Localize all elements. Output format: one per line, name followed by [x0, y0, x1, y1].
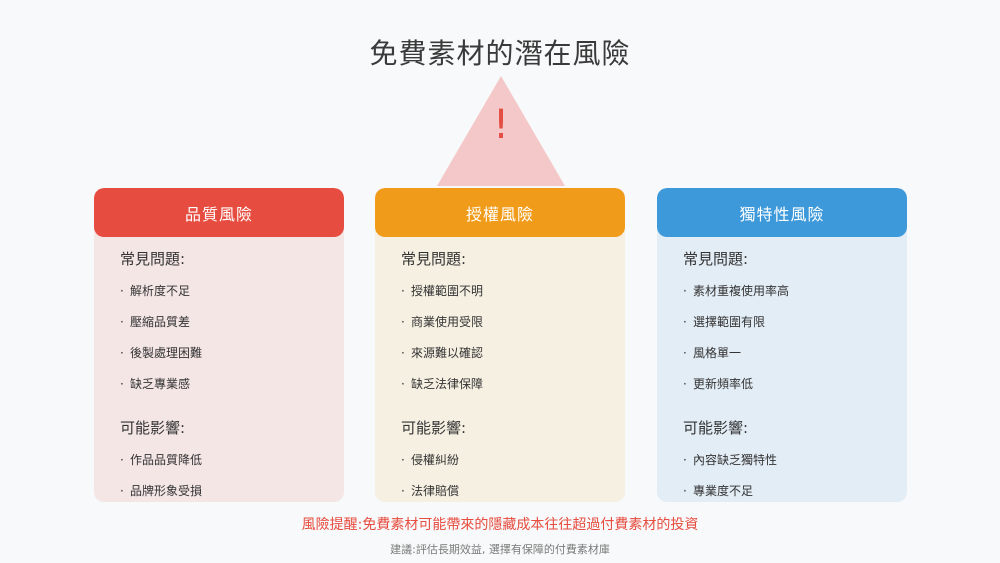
license-risk-card: 授權風險 常見問題: · 授權範圍不明 · 商業使用受限 · 來源難以確認 · 缺乏法律…: [375, 188, 625, 502]
possible-impact-list: · 作品品質降低 · 品牌形象受損: [120, 452, 202, 502]
list-item: · 法律賠償: [401, 483, 459, 502]
bullet: ·: [683, 377, 687, 391]
list-item-text: 解析度不足: [130, 284, 191, 298]
list-item: · 素材重複使用率高: [683, 283, 789, 314]
bullet: ·: [401, 484, 405, 498]
list-item: · 缺乏專業感: [120, 376, 202, 407]
bullet: ·: [683, 346, 687, 360]
list-item: · 專業度不足: [683, 483, 777, 502]
list-item-text: 來源難以確認: [411, 346, 484, 360]
bullet: ·: [683, 484, 687, 498]
possible-impact-title: 可能影響:: [401, 419, 467, 437]
list-item-text: 授權範圍不明: [411, 284, 484, 298]
list-item-text: 缺乏專業感: [130, 377, 191, 391]
list-item: · 來源難以確認: [401, 345, 483, 376]
common-issues-title: 常見問題:: [683, 250, 749, 268]
card-header: 授權風險: [375, 188, 625, 237]
possible-impact-list: · 侵權糾紛 · 法律賠償: [401, 452, 459, 502]
list-item-text: 品牌形象受損: [130, 484, 203, 498]
list-item-text: 作品品質降低: [130, 453, 203, 467]
common-issues-list: · 授權範圍不明 · 商業使用受限 · 來源難以確認 · 缺乏法律保障: [401, 283, 483, 407]
common-issues-list: · 解析度不足 · 壓縮品質差 · 後製處理困難 · 缺乏專業感: [120, 283, 202, 407]
bullet: ·: [401, 377, 405, 391]
list-item: · 授權範圍不明: [401, 283, 483, 314]
list-item: · 後製處理困難: [120, 345, 202, 376]
suggestion-text: 建議:評估長期效益, 選擇有保障的付費素材庫: [390, 543, 610, 556]
possible-impact-list: · 內容缺乏獨特性 · 專業度不足: [683, 452, 777, 502]
list-item: · 選擇範圍有限: [683, 314, 789, 345]
page-title: 免費素材的潛在風險: [369, 37, 631, 70]
list-item-text: 更新頻率低: [693, 377, 754, 391]
possible-impact-title: 可能影響:: [683, 419, 749, 437]
exclamation-icon: !: [492, 102, 510, 148]
list-item-text: 風格單一: [693, 346, 742, 360]
list-item: · 內容缺乏獨特性: [683, 452, 777, 483]
list-item: · 壓縮品質差: [120, 314, 202, 345]
list-item: · 侵權糾紛: [401, 452, 459, 483]
list-item-text: 專業度不足: [693, 484, 754, 498]
bullet: ·: [120, 377, 124, 391]
list-item-text: 壓縮品質差: [130, 315, 191, 329]
card-header: 品質風險: [94, 188, 344, 237]
common-issues-title: 常見問題:: [120, 250, 186, 268]
list-item: · 作品品質降低: [120, 452, 202, 483]
list-item: · 更新頻率低: [683, 376, 789, 407]
list-item-text: 內容缺乏獨特性: [693, 453, 778, 467]
list-item-text: 選擇範圍有限: [693, 315, 766, 329]
list-item-text: 後製處理困難: [130, 346, 203, 360]
list-item-text: 侵權糾紛: [411, 453, 460, 467]
list-item-text: 缺乏法律保障: [411, 377, 484, 391]
list-item: · 缺乏法律保障: [401, 376, 483, 407]
bullet: ·: [683, 453, 687, 467]
common-issues-title: 常見問題:: [401, 250, 467, 268]
uniqueness-risk-card: 獨特性風險 常見問題: · 素材重複使用率高 · 選擇範圍有限 · 風格單一 · 更新頻…: [657, 188, 907, 502]
warning-triangle-icon: !: [437, 76, 565, 186]
possible-impact-title: 可能影響:: [120, 419, 186, 437]
list-item-text: 素材重複使用率高: [693, 284, 790, 298]
bullet: ·: [120, 346, 124, 360]
card-header: 獨特性風險: [657, 188, 907, 237]
bullet: ·: [120, 484, 124, 498]
list-item: · 商業使用受限: [401, 314, 483, 345]
bullet: ·: [401, 284, 405, 298]
list-item: · 風格單一: [683, 345, 789, 376]
bullet: ·: [120, 315, 124, 329]
bullet: ·: [401, 453, 405, 467]
bullet: ·: [401, 346, 405, 360]
bullet: ·: [120, 284, 124, 298]
list-item-text: 法律賠償: [411, 484, 460, 498]
risk-alert-text: 風險提醒:免費素材可能帶來的隱藏成本往往超過付費素材的投資: [301, 517, 699, 533]
list-item-text: 商業使用受限: [411, 315, 484, 329]
bullet: ·: [120, 453, 124, 467]
bullet: ·: [401, 315, 405, 329]
bullet: ·: [683, 284, 687, 298]
list-item: · 品牌形象受損: [120, 483, 202, 502]
common-issues-list: · 素材重複使用率高 · 選擇範圍有限 · 風格單一 · 更新頻率低: [683, 283, 789, 407]
list-item: · 解析度不足: [120, 283, 202, 314]
bullet: ·: [683, 315, 687, 329]
quality-risk-card: 品質風險 常見問題: ·解析度不足 ·壓縮品質差 ·後製處理困難 ·缺乏專業感 …: [94, 188, 344, 502]
